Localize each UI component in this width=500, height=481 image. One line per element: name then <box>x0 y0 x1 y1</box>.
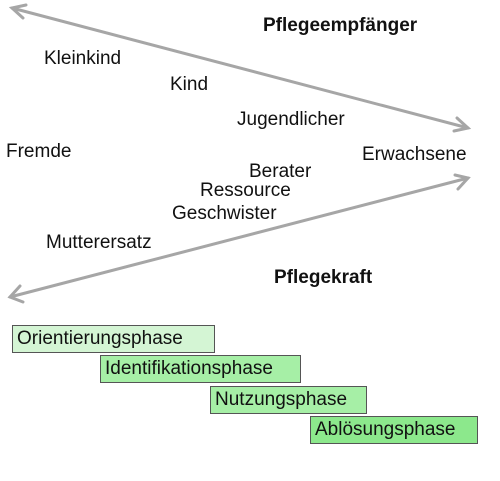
phase-orientierung: Orientierungsphase <box>12 325 215 353</box>
recipient-role-erwachsene: Erwachsene <box>362 144 467 165</box>
nurse-heading: Pflegekraft <box>274 267 373 288</box>
phase-abloesung: Ablösungsphase <box>310 416 478 444</box>
nurse-role-geschwister: Geschwister <box>172 203 277 224</box>
nurse-role-ressource: Ressource <box>200 180 291 201</box>
phase-nutzung: Nutzungsphase <box>210 386 367 414</box>
recipient-arrow <box>8 3 472 133</box>
nurse-role-mutterersatz: Mutterersatz <box>46 232 152 253</box>
nurse-arrow <box>7 173 471 304</box>
phase-identifikation: Identifikationsphase <box>100 355 301 383</box>
recipient-role-jugendlicher: Jugendlicher <box>237 109 345 130</box>
recipient-heading: Pflegeempfänger <box>263 15 418 36</box>
recipient-role-kleinkind: Kleinkind <box>44 48 122 69</box>
nurse-role-fremde: Fremde <box>6 141 72 162</box>
nurse-role-berater: Berater <box>249 161 312 182</box>
recipient-role-kind: Kind <box>170 74 209 95</box>
